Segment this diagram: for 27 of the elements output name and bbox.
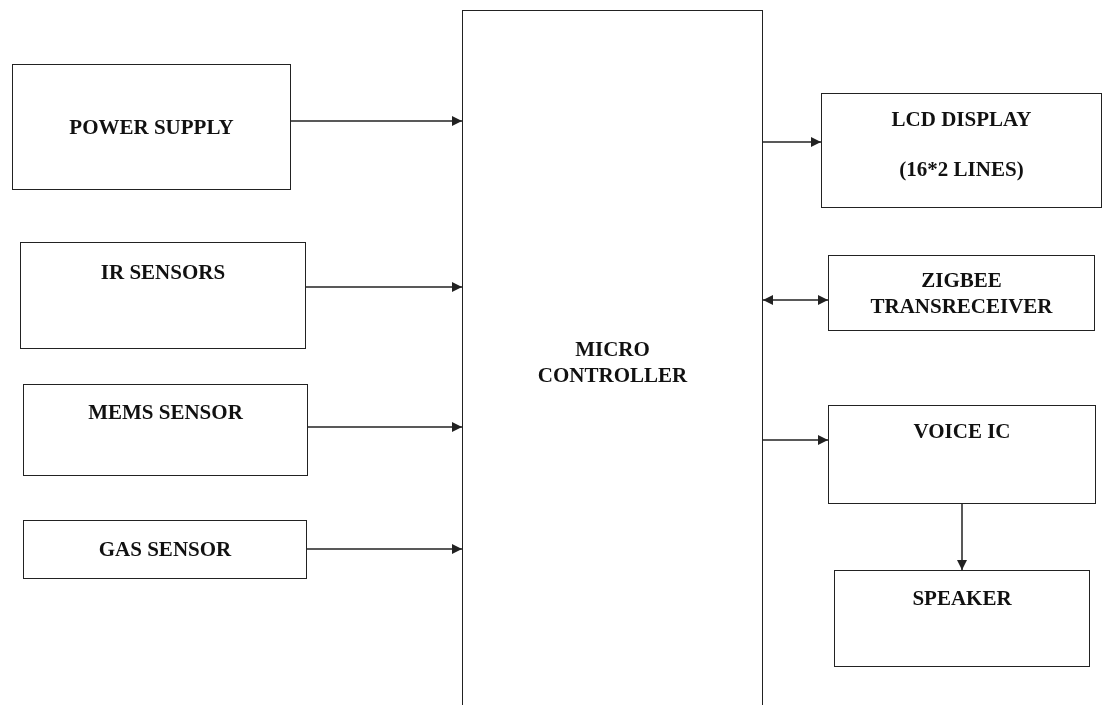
block-label: ZIGBEE TRANSRECEIVER (869, 266, 1054, 320)
arrow (762, 435, 829, 445)
block-box (834, 570, 1090, 667)
arrow (957, 503, 967, 571)
block-label: LCD DISPLAY (891, 106, 1032, 133)
block-box (23, 384, 308, 476)
block-label: VOICE IC (913, 418, 1011, 445)
arrow (305, 282, 463, 292)
block-label: SPEAKER (912, 585, 1012, 612)
arrow (290, 116, 463, 126)
block-label: MICRO CONTROLLER (536, 336, 689, 389)
block-label: POWER SUPPLY (69, 113, 234, 141)
arrow (307, 422, 463, 432)
block-box (828, 405, 1096, 504)
block-box (462, 10, 763, 705)
arrow (306, 544, 463, 554)
block-label: MEMS SENSOR (88, 399, 243, 426)
block-box (20, 242, 306, 349)
arrow (762, 137, 822, 147)
block-box (821, 93, 1102, 208)
block-label: IR SENSORS (100, 259, 226, 286)
block-sublabel: (16*2 LINES) (899, 156, 1024, 183)
arrow (762, 295, 829, 305)
block-label: GAS SENSOR (98, 536, 232, 563)
block-box (828, 255, 1095, 331)
block-box (12, 64, 291, 190)
block-box (23, 520, 307, 579)
